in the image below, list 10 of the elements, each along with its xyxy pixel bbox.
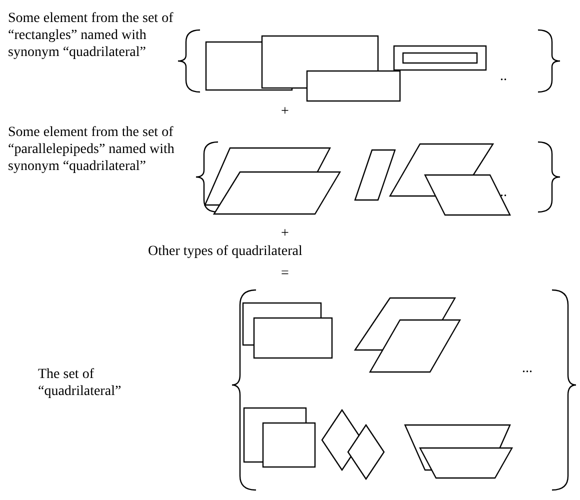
- description-text: Some element from the set of “parallelepipeds” named with synonym “quadrilateral”: [8, 124, 176, 175]
- ellipsis: ..: [500, 184, 507, 201]
- equals-sign: =: [281, 265, 289, 282]
- plus-sign: +: [281, 103, 289, 120]
- ellipsis: ...: [522, 360, 532, 377]
- description-text: Other types of quadrilateral: [148, 243, 302, 260]
- description-text: Some element from the set of “rectangles” named with synonym “quadrilateral”: [8, 10, 174, 61]
- ellipsis: ..: [500, 68, 507, 85]
- description-text: The set of “quadrilateral”: [38, 366, 122, 400]
- plus-sign: +: [281, 225, 289, 242]
